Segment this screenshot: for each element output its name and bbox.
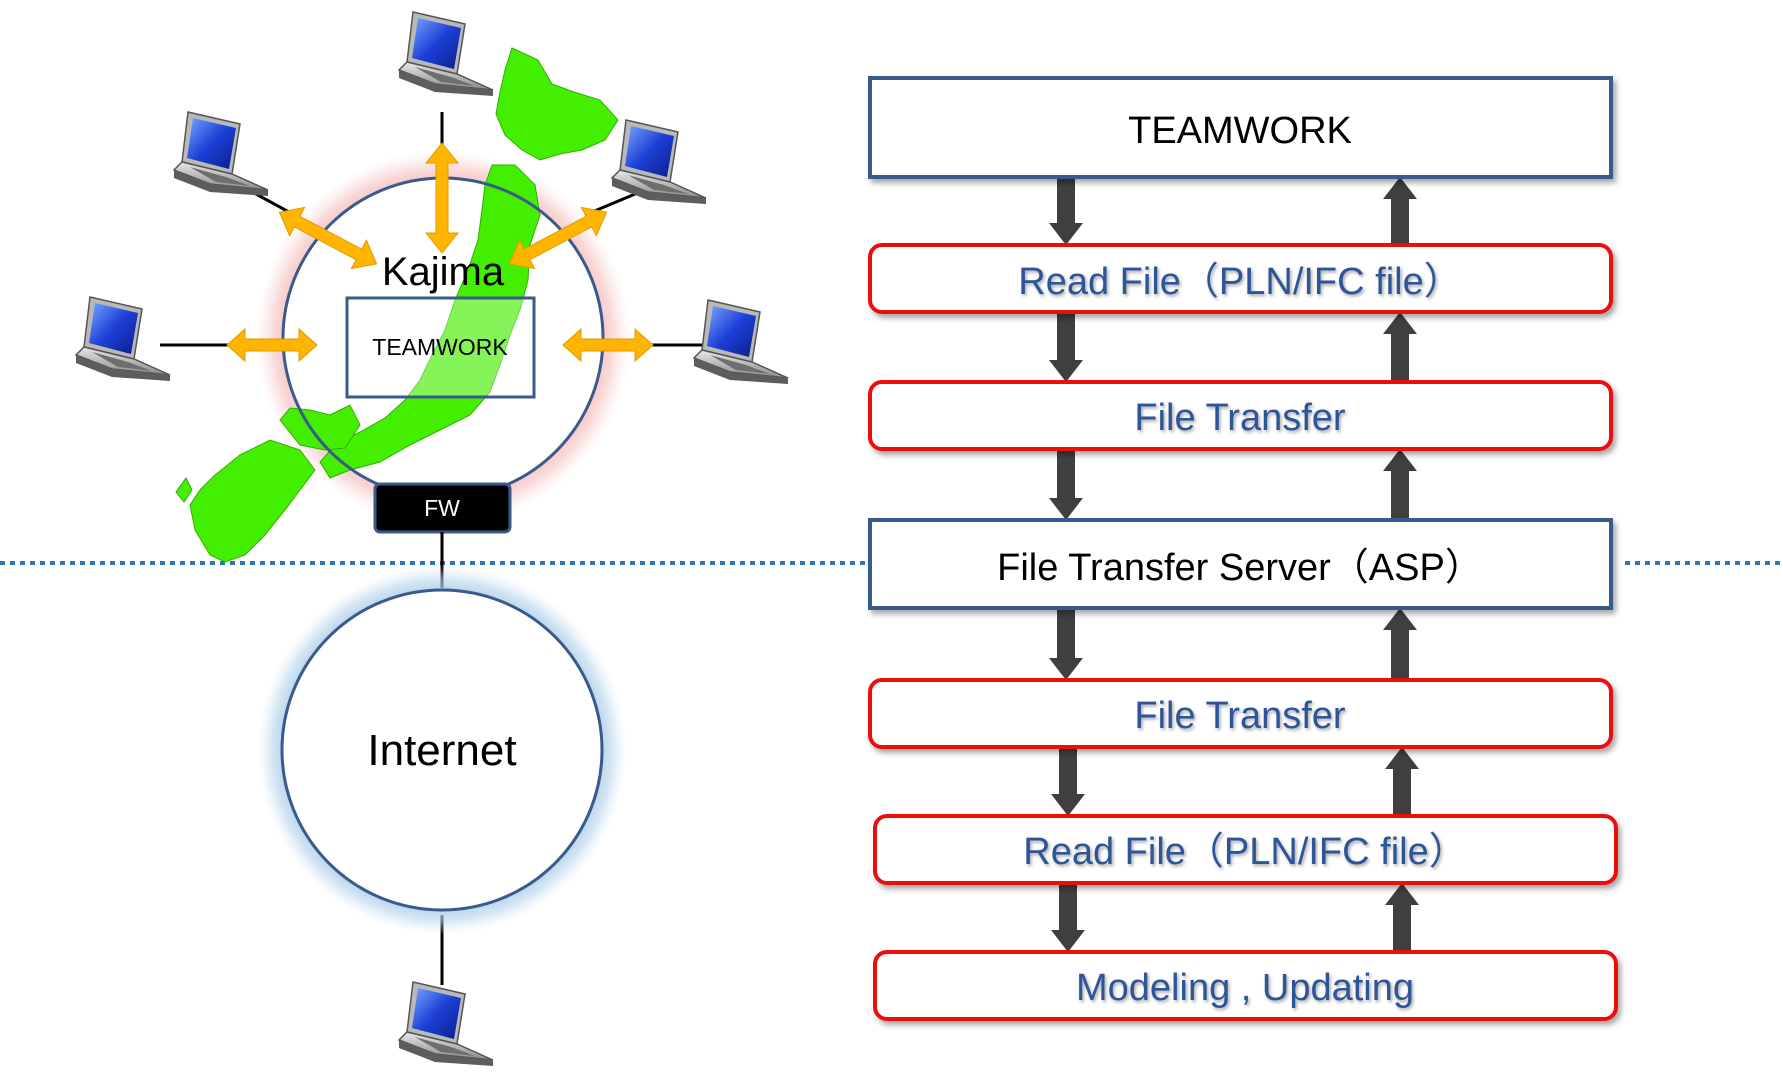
- laptop-icon: [693, 299, 789, 385]
- lower-step-box: [868, 678, 1613, 749]
- file-transfer-server-box: [868, 518, 1613, 610]
- upper-step-label: Read File（PLN/IFC file）: [1018, 261, 1461, 303]
- teamwork-server-box: [345, 296, 536, 399]
- laptop-icon: [611, 119, 707, 205]
- up-arrow-icon: [1383, 312, 1417, 382]
- lower-step-label: Read File（PLN/IFC file）: [1023, 831, 1466, 873]
- lower-step-label: File Transfer: [1134, 695, 1346, 737]
- laptop-icon: [75, 296, 171, 382]
- up-arrow-icon: [1383, 608, 1417, 680]
- double-arrow-icon: [278, 206, 378, 270]
- laptop-icon: [398, 981, 494, 1067]
- upper-step-label: File Transfer: [1134, 397, 1346, 439]
- double-arrow-icon: [424, 142, 460, 254]
- down-arrow-icon: [1049, 449, 1083, 520]
- teamwork-box-label: TEAMWORK: [1128, 110, 1352, 152]
- down-arrow-icon: [1051, 883, 1085, 952]
- firewall-label: FW: [424, 495, 460, 521]
- down-arrow-icon: [1051, 747, 1085, 816]
- lower-step-box: [873, 814, 1618, 885]
- kajima-label: Kajima: [382, 250, 505, 294]
- internet-circle: [280, 588, 604, 912]
- teamwork-box: [868, 76, 1613, 179]
- teamwork-server-label: TEAMWORK: [372, 334, 508, 360]
- kajima-network: Kajima TEAMWORK FW: [175, 47, 631, 563]
- upper-step-box: [868, 380, 1613, 451]
- upper-step-box: [868, 243, 1613, 314]
- double-arrow-icon: [562, 327, 654, 363]
- orange-arrows: [226, 142, 654, 363]
- japan-map-icon: [175, 47, 619, 563]
- internet-label: Internet: [367, 726, 516, 775]
- laptop-icon: [173, 111, 269, 197]
- lower-step-box: [873, 950, 1618, 1021]
- double-arrow-icon: [508, 206, 608, 270]
- flow-arrows: [1049, 177, 1419, 952]
- internet-cloud: Internet: [257, 565, 627, 935]
- double-arrow-icon: [226, 327, 318, 363]
- file-transfer-server-label: File Transfer Server（ASP）: [997, 547, 1483, 589]
- up-arrow-icon: [1383, 177, 1417, 245]
- down-arrow-icon: [1049, 608, 1083, 680]
- down-arrow-icon: [1049, 177, 1083, 245]
- up-arrow-icon: [1383, 449, 1417, 520]
- down-arrow-icon: [1049, 312, 1083, 382]
- lower-step-label: Modeling , Updating: [1076, 967, 1414, 1009]
- up-arrow-icon: [1385, 883, 1419, 952]
- up-arrow-icon: [1385, 747, 1419, 816]
- laptop-icon: [398, 11, 494, 97]
